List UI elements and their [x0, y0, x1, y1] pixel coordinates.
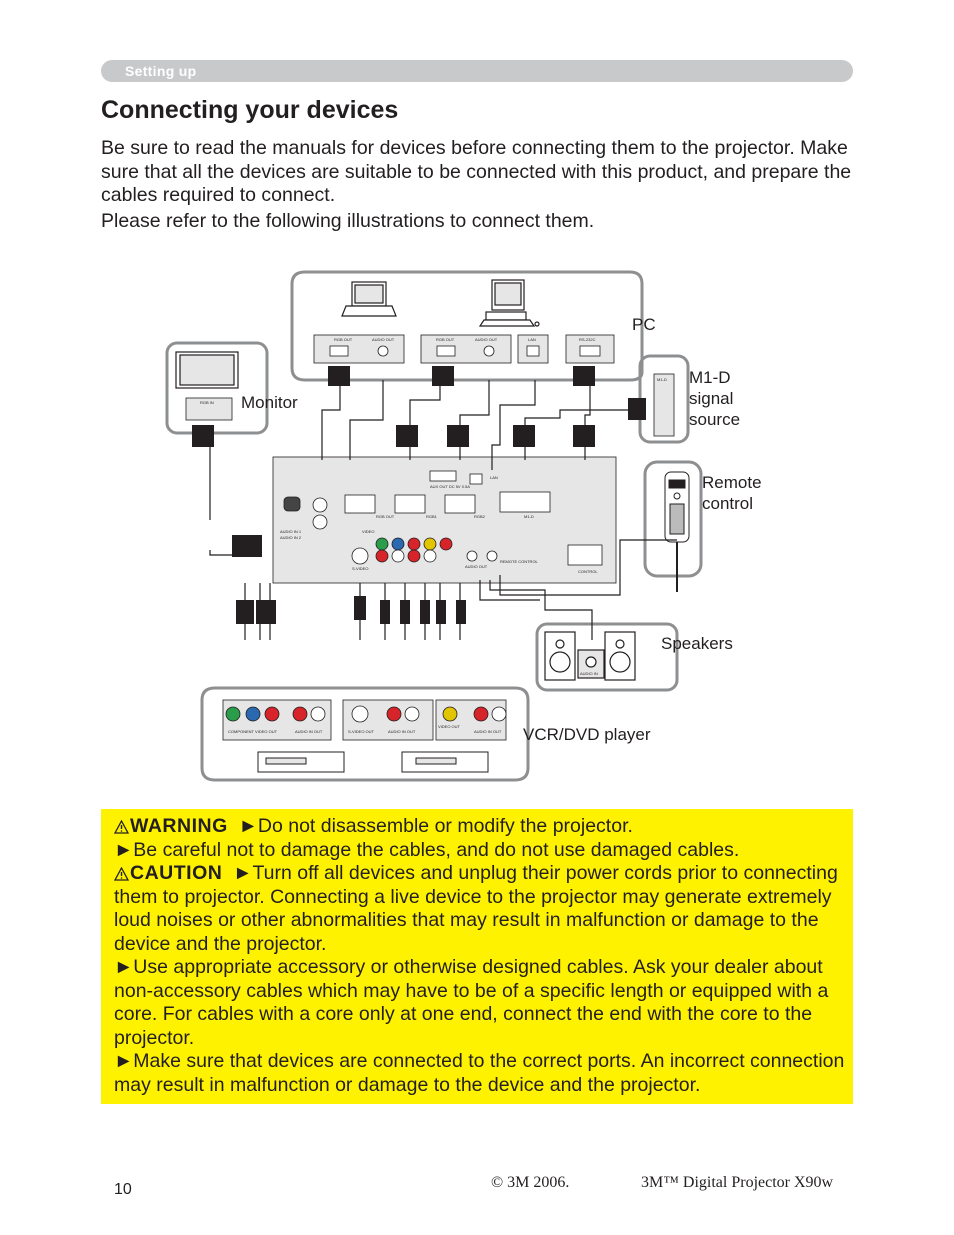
warning-text: WARNING ►Do not disassemble or modify th…	[114, 815, 854, 1097]
proj-lan-label: LAN	[490, 475, 498, 480]
page-number: 10	[114, 1181, 132, 1198]
remote-label-line-1: Remote	[702, 473, 762, 492]
connection-diagram: RGB OUT AUDIO OUT RGB OUT AUDIO OUT LAN …	[165, 270, 703, 782]
proj-audio-out-label: AUDIO OUT	[465, 564, 488, 569]
laptop-icon	[341, 281, 397, 317]
pc-audio-out-1-label: AUDIO OUT	[372, 337, 395, 342]
proj-remote-control-label: REMOTE CONTROL	[500, 559, 539, 564]
vcr-dvd-decks-icon	[257, 751, 489, 773]
intro-paragraph-2: Please refer to the following illustrati…	[101, 209, 595, 232]
proj-rgb2-label: RGB2	[474, 514, 486, 519]
remote-label: Remote control	[702, 472, 762, 514]
remote-frame	[643, 460, 703, 578]
vcr-frame	[200, 686, 530, 782]
m1d-label-line-1: M1-D	[689, 368, 731, 387]
intro-text: Be sure to read the manuals for devices …	[101, 137, 861, 233]
pc-rgb-out-2-label: RGB OUT	[436, 337, 455, 342]
speakers-audio-in-label: AUDIO IN	[580, 671, 598, 676]
desktop-pc-icon	[478, 279, 540, 327]
pc-frame	[290, 270, 644, 382]
m1d-label-line-2: signal	[689, 389, 734, 408]
pc-ports-panel	[313, 334, 615, 364]
audio-in-out-3-label: AUDIO IN OUT	[474, 729, 502, 734]
pc-label: PC	[632, 315, 656, 334]
proj-m1d-label: M1-D	[524, 514, 534, 519]
product-name: 3M™ Digital Projector X90w	[641, 1174, 834, 1191]
proj-video-label: VIDEO	[362, 529, 374, 534]
warning-line: WARNING ►Do not disassemble or modify th…	[114, 815, 854, 839]
remote-control-icon	[664, 471, 690, 592]
proj-rgb-out-label: RGB OUT	[376, 514, 395, 519]
intro-paragraph-1: Be sure to read the manuals for devices …	[101, 137, 852, 206]
s-video-out-label: S-VIDEO OUT	[348, 729, 375, 734]
warning-triangle-icon	[114, 820, 129, 834]
proj-control-label: CONTROL	[578, 569, 598, 574]
proj-s-video-label: S-VIDEO	[352, 566, 368, 571]
proj-audio-in-1-label: AUDIO IN 1	[280, 529, 302, 534]
warning-tag: WARNING	[130, 815, 228, 837]
pc-rgb-out-1-label: RGB OUT	[334, 337, 353, 342]
projector-panel	[272, 456, 617, 584]
section-label: Setting up	[125, 63, 197, 79]
audio-in-out-2-label: AUDIO IN OUT	[388, 729, 416, 734]
pc-lan-label: LAN	[528, 337, 536, 342]
vcr-dvd-label: VCR/DVD player	[523, 725, 651, 744]
proj-audio-in-2-label: AUDIO IN 2	[280, 535, 302, 540]
audio-in-out-1-label: AUDIO IN OUT	[295, 729, 323, 734]
caution-triangle-icon	[114, 867, 129, 881]
speakers-frame	[535, 622, 679, 692]
speakers-label: Speakers	[661, 634, 733, 653]
cable-damage-line: ►Be careful not to damage the cables, an…	[114, 838, 740, 861]
m1d-device-label: M1-D	[657, 377, 667, 382]
section-header-bar: Setting up	[101, 60, 853, 82]
proj-rgb1-label: RGB1	[426, 514, 438, 519]
remote-label-line-2: control	[702, 494, 754, 513]
pc-rs232c-label: RS-232C	[579, 337, 596, 342]
ports-paragraph: ►Make sure that devices are connected to…	[114, 1050, 845, 1096]
monitor-frame	[165, 341, 269, 435]
warning-box: WARNING ►Do not disassemble or modify th…	[101, 809, 853, 1104]
monitor-rgb-in-label: RGB IN	[200, 400, 214, 405]
caution-statement: ►Turn off all devices and unplug their p…	[114, 862, 838, 955]
m1d-label-line-3: source	[689, 410, 741, 429]
accessory-paragraph: ►Use appropriate accessory or otherwise …	[114, 956, 829, 1049]
monitor-icon	[175, 351, 239, 389]
caution-tag: CAUTION	[130, 862, 223, 884]
component-video-out-label: COMPONENT VIDEO OUT	[228, 729, 278, 734]
monitor-label: Monitor	[241, 393, 298, 412]
video-out-label: VIDEO OUT	[438, 724, 461, 729]
pc-audio-out-2-label: AUDIO OUT	[475, 337, 498, 342]
proj-aux-label: AUX OUT DC 5V 0.5A	[430, 484, 470, 489]
copyright: © 3M 2006.	[491, 1174, 570, 1191]
caution-line: CAUTION ►Turn off all devices and unplug…	[114, 862, 854, 956]
m1d-label: M1-D signal source	[689, 367, 740, 430]
speakers-icon	[544, 631, 636, 681]
page-title: Connecting your devices	[101, 96, 399, 124]
warning-statement: ►Do not disassemble or modify the projec…	[238, 815, 633, 837]
